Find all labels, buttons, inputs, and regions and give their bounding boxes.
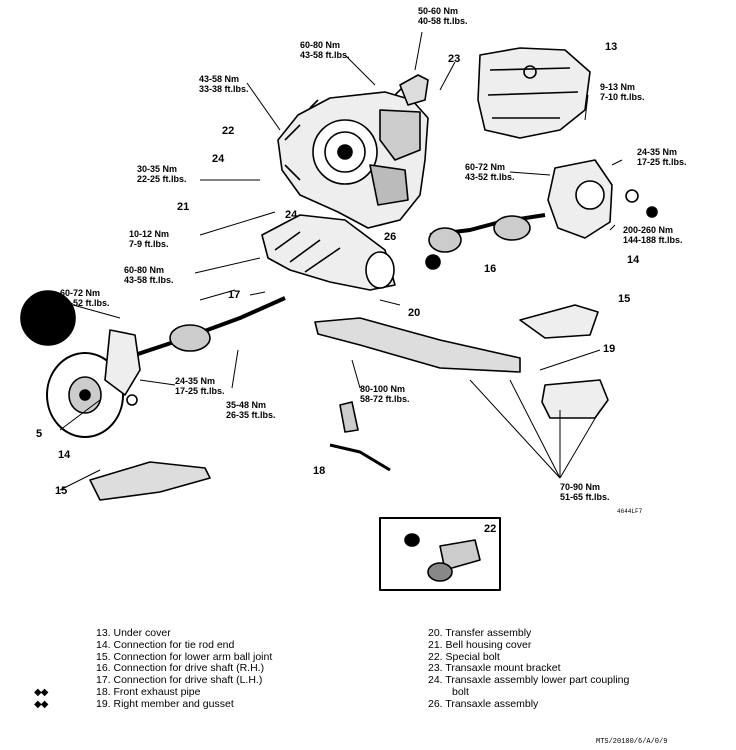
legend-item: 23. Transaxle mount bracket: [428, 662, 629, 675]
left-lower-arm-drawing: [89, 304, 599, 501]
torque-label-nm: 24-35 Nm: [637, 147, 677, 157]
legend-item-text: 19. Right member and gusset: [96, 697, 234, 710]
callout-number: 16: [484, 263, 496, 275]
torque-label-ftlb: 40-58 ft.lbs.: [418, 16, 468, 26]
torque-label-ftlb: 7-10 ft.lbs.: [600, 92, 645, 102]
legend-item-text: 21. Bell housing cover: [428, 638, 532, 651]
legend-item: 21. Bell housing cover: [428, 638, 629, 652]
callout-number: 19: [603, 343, 615, 355]
callout-number: 23: [448, 53, 460, 65]
callout-number: 26: [384, 231, 396, 243]
right-member-drawing: [314, 317, 609, 419]
legend-item-text: 17. Connection for drive shaft (L.H.): [96, 674, 263, 687]
torque-label-nm: 50-60 Nm: [418, 6, 458, 16]
callout-number: 22: [484, 523, 496, 535]
figure-code: 4644LF7: [617, 508, 643, 515]
torque-label-ftlb: 43-58 ft.lbs.: [300, 50, 350, 60]
callout-number: 21: [177, 201, 189, 213]
callout-number: 14: [58, 449, 71, 461]
torque-label-ftlb: 7-9 ft.lbs.: [129, 239, 169, 249]
diamond-pair-icon: ◆◆: [34, 698, 48, 710]
torque-label-nm: 80-100 Nm: [360, 384, 405, 394]
special-bolt-drawing: [404, 533, 481, 582]
torque-label-ftlb: 43-52 ft.lbs.: [60, 298, 110, 308]
legend-item-text: 14. Connection for tie rod end: [96, 638, 235, 651]
legend-left-column: 13. Under cover 14. Connection for tie r…: [34, 627, 273, 711]
torque-label-nm: 60-80 Nm: [300, 40, 340, 50]
legend-item-text: 18. Front exhaust pipe: [96, 685, 201, 698]
legend-item: 26. Transaxle assembly: [428, 697, 629, 711]
callout-number: 18: [313, 465, 325, 477]
torque-label-ftlb: 43-58 ft.lbs.: [124, 275, 174, 285]
legend-item: 20. Transfer assembly: [428, 627, 629, 640]
torque-label-nm: 30-35 Nm: [137, 164, 177, 174]
legend-item-text: 24. Transaxle assembly lower part coupli…: [428, 674, 630, 687]
left-drive-shaft-drawing: [119, 296, 286, 362]
transfer-assembly-drawing: [261, 214, 396, 291]
legend-item-text: 16. Connection for drive shaft (R.H.): [96, 662, 265, 675]
callout-number: 5: [36, 428, 42, 440]
legend-item: 15. Connection for lower arm ball joint: [96, 650, 273, 664]
transaxle-removal-diagram: 50-60 Nm 40-58 ft.lbs. 60-80 Nm 43-58 ft…: [20, 6, 687, 591]
callout-number: 22: [222, 125, 234, 137]
legend-item: bolt: [428, 685, 629, 699]
torque-label-nm: 9-13 Nm: [600, 82, 635, 92]
callout-number: 17: [228, 289, 240, 301]
torque-label-nm: 70-90 Nm: [560, 482, 600, 492]
legend-item: 24. Transaxle assembly lower part coupli…: [428, 674, 630, 687]
legend-item-text: 23. Transaxle mount bracket: [428, 662, 561, 675]
document-code: MTS/20100/6/A/0/9: [596, 738, 668, 746]
callout-number: 24: [212, 153, 225, 165]
torque-label-nm: 60-72 Nm: [60, 288, 100, 298]
legend-item-text: 13. Under cover: [96, 627, 171, 639]
torque-label-ftlb: 51-65 ft.lbs.: [560, 492, 610, 502]
torque-label-nm: 24-35 Nm: [175, 376, 215, 386]
parts-legend: 13. Under cover 14. Connection for tie r…: [0, 627, 736, 738]
torque-label-ftlb: 22-25 ft.lbs.: [137, 174, 187, 184]
torque-label-ftlb: 26-35 ft.lbs.: [226, 410, 276, 420]
torque-label-ftlb: 33-38 ft.lbs.: [199, 84, 249, 94]
exhaust-pipe-drawing: [329, 401, 391, 472]
legend-item-text: 26. Transaxle assembly: [428, 697, 539, 710]
torque-label-ftlb: 43-52 ft.lbs.: [465, 172, 515, 182]
legend-right-column: 20. Transfer assembly 21. Bell housing c…: [428, 627, 630, 711]
under-cover-drawing: [477, 47, 591, 139]
torque-label-ftlb: 58-72 ft.lbs.: [360, 394, 410, 404]
right-drive-shaft-drawing: [425, 213, 546, 270]
legend-item: 14. Connection for tie rod end: [96, 638, 272, 652]
torque-label-ftlb: 17-25 ft.lbs.: [637, 157, 687, 167]
legend-item: 16. Connection for drive shaft (R.H.): [96, 662, 272, 675]
callout-number: 14: [627, 254, 640, 266]
torque-label-nm: 43-58 Nm: [199, 74, 239, 84]
transaxle-assembly-drawing: [277, 74, 429, 229]
legend-item-text: bolt: [452, 685, 469, 698]
diamond-pair-icon: ◆◆: [34, 686, 48, 698]
torque-label-ftlb: 144-188 ft.lbs.: [623, 235, 683, 245]
torque-label-nm: 60-72 Nm: [465, 162, 505, 172]
callout-number: 13: [605, 41, 617, 53]
callout-number: 20: [408, 307, 420, 319]
callout-number: 15: [618, 293, 630, 305]
torque-label-nm: 35-48 Nm: [226, 400, 266, 410]
legend-item: ◆◆ 18. Front exhaust pipe: [34, 685, 272, 699]
torque-label-nm: 60-80 Nm: [124, 265, 164, 275]
torque-label-nm: 10-12 Nm: [129, 229, 169, 239]
legend-item-text: 15. Connection for lower arm ball joint: [96, 650, 273, 663]
right-knuckle-drawing: [547, 159, 658, 239]
callout-number: 15: [55, 485, 67, 497]
left-hub-drawing: [46, 329, 141, 438]
legend-item: ◆◆ 19. Right member and gusset: [34, 697, 272, 711]
callout-number: 24: [285, 209, 298, 221]
black-circle-mark: [20, 290, 76, 346]
legend-item-text: 20. Transfer assembly: [428, 627, 532, 639]
legend-item: 22. Special bolt: [428, 650, 629, 664]
torque-label-ftlb: 17-25 ft.lbs.: [175, 386, 225, 396]
legend-item-text: 22. Special bolt: [428, 650, 500, 663]
leader-lines: [54, 31, 623, 491]
legend-item: 13. Under cover: [96, 627, 272, 640]
legend-item: 17. Connection for drive shaft (L.H.): [96, 674, 272, 687]
torque-label-nm: 200-260 Nm: [623, 225, 673, 235]
